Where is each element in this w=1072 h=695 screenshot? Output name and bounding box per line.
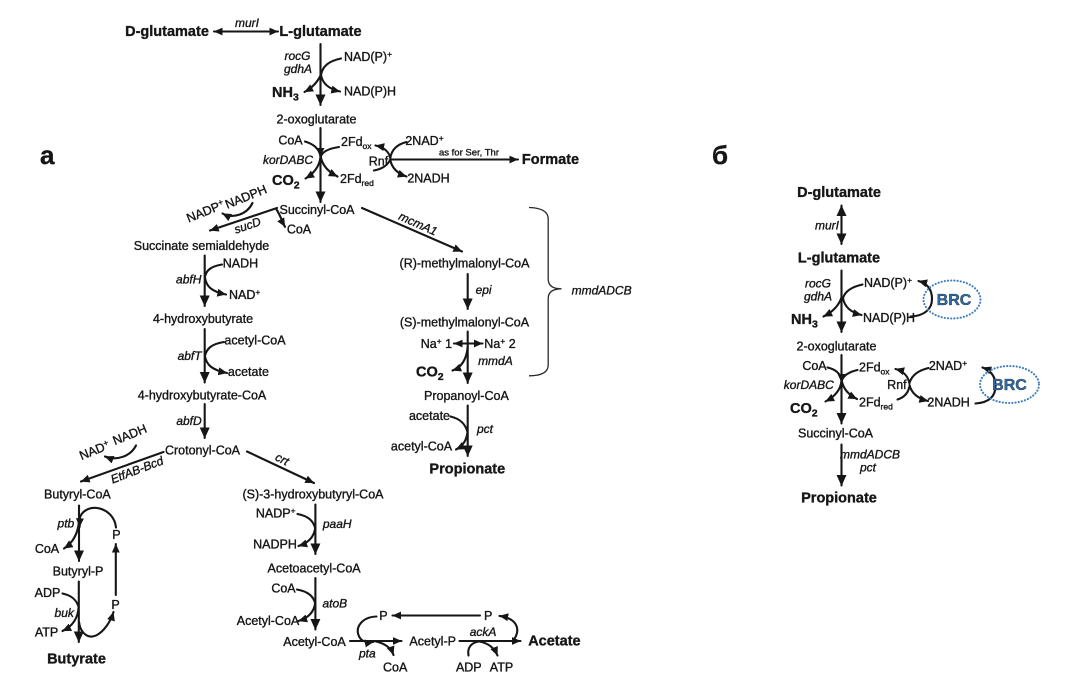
svg-text:ADP: ADP — [35, 586, 61, 600]
svg-text:mmdADCB: mmdADCB — [572, 284, 632, 298]
svg-text:4-hydroxybutyrate-CoA: 4-hydroxybutyrate-CoA — [138, 389, 267, 403]
svg-text:Acetoacetyl-CoA: Acetoacetyl-CoA — [268, 562, 362, 576]
svg-text:2NAD+: 2NAD+ — [929, 358, 967, 373]
svg-text:abfH: abfH — [176, 273, 202, 287]
svg-text:2NADH: 2NADH — [927, 396, 969, 410]
svg-text:korDABC: korDABC — [263, 153, 313, 167]
svg-text:pct: pct — [859, 461, 877, 475]
svg-text:Butyryl-CoA: Butyryl-CoA — [44, 488, 111, 502]
svg-text:NAD(P)H: NAD(P)H — [344, 85, 396, 99]
svg-text:Formate: Formate — [522, 152, 579, 168]
svg-text:rocG: rocG — [284, 49, 310, 63]
svg-text:Acetyl-P: Acetyl-P — [409, 635, 456, 649]
svg-text:NH3: NH3 — [272, 85, 299, 104]
svg-text:L-glutamate: L-glutamate — [279, 24, 361, 40]
svg-text:as for Ser, Thr: as for Ser, Thr — [439, 148, 499, 159]
svg-text:CoA: CoA — [287, 223, 312, 237]
svg-text:Succinyl-CoA: Succinyl-CoA — [279, 203, 355, 217]
svg-text:murI: murI — [235, 16, 260, 30]
svg-text:2NAD+: 2NAD+ — [405, 133, 443, 148]
svg-text:atoB: atoB — [322, 597, 347, 611]
svg-text:P: P — [111, 598, 119, 612]
svg-text:(R)-methylmalonyl-CoA: (R)-methylmalonyl-CoA — [400, 257, 531, 271]
svg-text:ackA: ackA — [470, 625, 497, 639]
svg-text:mmdA: mmdA — [478, 354, 513, 368]
svg-text:NAD(P)+: NAD(P)+ — [344, 49, 392, 64]
svg-text:NADH: NADH — [223, 257, 258, 271]
svg-text:Succinate semialdehyde: Succinate semialdehyde — [134, 239, 270, 253]
svg-text:ATP: ATP — [35, 626, 58, 640]
svg-text:acetyl-CoA: acetyl-CoA — [224, 334, 286, 348]
svg-text:Acetyl-CoA: Acetyl-CoA — [237, 614, 300, 628]
svg-text:NAD(P)+: NAD(P)+ — [864, 275, 912, 290]
svg-text:Na+ 1: Na+ 1 — [421, 336, 452, 351]
svg-text:BRC: BRC — [937, 292, 972, 309]
svg-text:2NADH: 2NADH — [407, 172, 449, 186]
svg-text:Rnf: Rnf — [369, 155, 389, 169]
svg-text:NADPH: NADPH — [253, 538, 297, 552]
svg-text:NH3: NH3 — [791, 312, 818, 331]
svg-text:gdhA: gdhA — [804, 290, 832, 304]
svg-text:Acetyl-CoA: Acetyl-CoA — [283, 635, 346, 649]
svg-text:NAD+: NAD+ — [229, 287, 260, 302]
svg-text:NAD(P)H: NAD(P)H — [863, 311, 915, 325]
svg-text:4-hydroxybutyrate: 4-hydroxybutyrate — [153, 312, 253, 326]
svg-text:ATP: ATP — [490, 661, 513, 675]
svg-text:pct: pct — [476, 422, 494, 436]
svg-text:Na+ 2: Na+ 2 — [484, 336, 515, 351]
svg-text:acetate: acetate — [228, 365, 269, 379]
svg-text:CoA: CoA — [383, 661, 408, 675]
svg-text:(S)-3-hydroxybutyryl-CoA: (S)-3-hydroxybutyryl-CoA — [242, 488, 384, 502]
svg-text:CoA: CoA — [802, 359, 827, 373]
svg-text:Succinyl-CoA: Succinyl-CoA — [798, 427, 874, 441]
svg-text:CO2: CO2 — [272, 173, 300, 192]
svg-text:P: P — [379, 609, 387, 623]
svg-text:L-glutamate: L-glutamate — [798, 251, 880, 267]
svg-text:abfT: abfT — [178, 349, 204, 363]
svg-text:ADP: ADP — [456, 661, 482, 675]
svg-text:P: P — [484, 609, 492, 623]
svg-text:Propionate: Propionate — [429, 462, 505, 478]
svg-text:abfD: abfD — [176, 414, 202, 428]
svg-text:rocG: rocG — [805, 277, 831, 291]
svg-text:CO2: CO2 — [790, 401, 818, 420]
svg-text:P: P — [112, 528, 120, 542]
svg-text:korDABC: korDABC — [784, 378, 834, 392]
svg-text:BRC: BRC — [992, 377, 1027, 394]
svg-text:Crotonyl-CoA: Crotonyl-CoA — [165, 444, 241, 458]
svg-text:ptb: ptb — [57, 517, 75, 531]
svg-text:mmdADCB: mmdADCB — [840, 448, 900, 462]
svg-text:2-oxoglutarate: 2-oxoglutarate — [797, 340, 877, 354]
svg-text:Butyryl-P: Butyryl-P — [53, 565, 104, 579]
svg-text:б: б — [712, 140, 728, 170]
svg-text:CoA: CoA — [278, 134, 303, 148]
svg-text:gdhA: gdhA — [284, 62, 312, 76]
svg-text:CoA: CoA — [271, 582, 296, 596]
svg-text:pta: pta — [358, 647, 376, 661]
svg-text:epi: epi — [476, 283, 492, 297]
svg-text:Rnf: Rnf — [887, 378, 907, 392]
svg-text:Butyrate: Butyrate — [47, 652, 106, 668]
svg-text:acetate: acetate — [409, 409, 450, 423]
svg-text:paaH: paaH — [322, 517, 352, 531]
svg-text:D-glutamate: D-glutamate — [125, 24, 209, 40]
svg-text:CO2: CO2 — [416, 365, 444, 384]
svg-text:CoA: CoA — [35, 542, 60, 556]
svg-text:buk: buk — [55, 606, 75, 620]
svg-text:Acetate: Acetate — [528, 634, 580, 650]
svg-text:NADP+: NADP+ — [256, 506, 296, 521]
svg-text:2-oxoglutarate: 2-oxoglutarate — [277, 113, 357, 127]
svg-text:(S)-methylmalonyl-CoA: (S)-methylmalonyl-CoA — [400, 316, 530, 330]
svg-text:Propionate: Propionate — [801, 491, 877, 507]
svg-text:Propanoyl-CoA: Propanoyl-CoA — [424, 389, 509, 403]
svg-text:D-glutamate: D-glutamate — [797, 185, 881, 201]
svg-text:acetyl-CoA: acetyl-CoA — [391, 440, 453, 454]
svg-text:a: a — [40, 140, 55, 170]
svg-text:murI: murI — [815, 219, 840, 233]
